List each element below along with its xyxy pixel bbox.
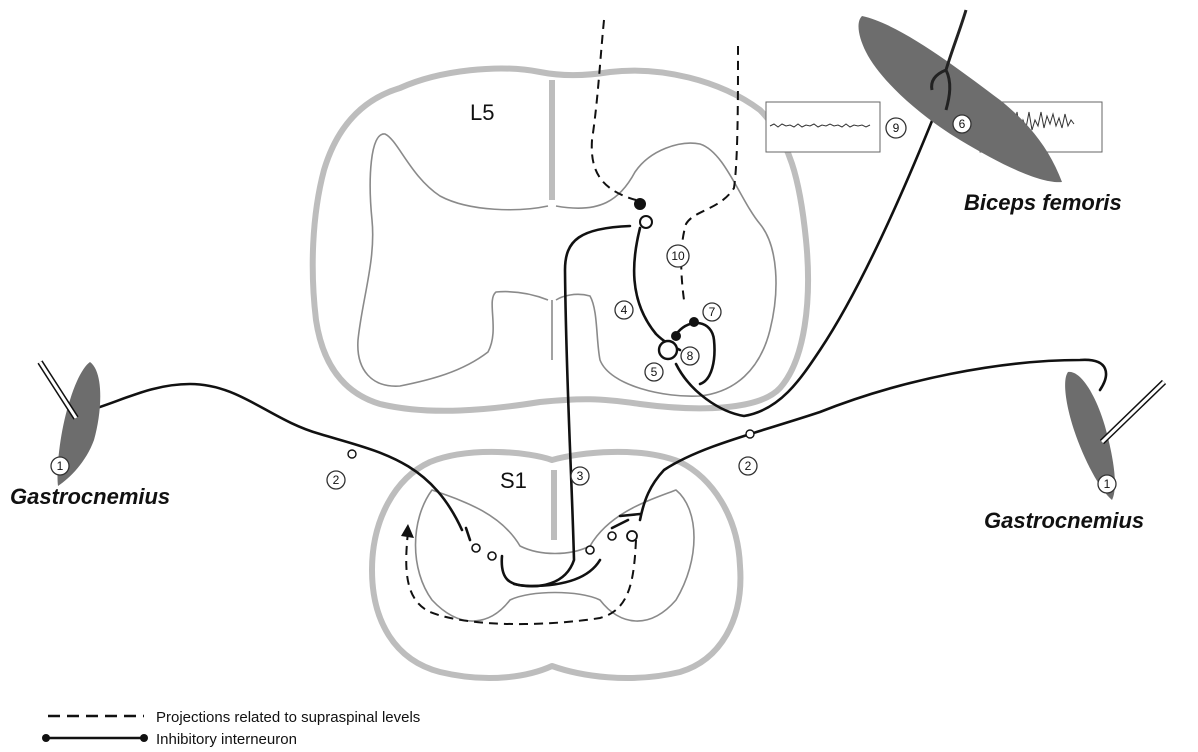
left-needle-highlight [40, 362, 76, 418]
s1-synapse-right-3 [627, 531, 637, 541]
right-afferent-nerve [640, 360, 1106, 520]
marker-5-text: 5 [651, 365, 658, 379]
motoneuron-cell-body [659, 341, 677, 359]
supraspinal-projections [401, 20, 738, 624]
biceps-muscle-shape [859, 16, 1062, 182]
inhibitory-cell-body-7 [671, 331, 681, 341]
emg-box-9 [766, 102, 880, 152]
s1-label: S1 [500, 468, 527, 493]
marker-10-text: 10 [671, 249, 685, 263]
l5-gray-matter-left [358, 134, 548, 386]
s1-synapse-left-1 [472, 544, 480, 552]
dashed-arrowhead [401, 524, 414, 538]
marker-4-text: 4 [621, 303, 628, 317]
number-markers: 1 1 2 2 3 4 5 6 7 8 9 10 [51, 115, 1116, 493]
l5-cord-section: L5 [313, 69, 808, 411]
inhibitory-cell-body-7b [689, 317, 699, 327]
legend-dashed-label: Projections related to supraspinal level… [156, 709, 420, 726]
l5-outer-outline [313, 69, 808, 411]
s1-cord-section: S1 [372, 452, 740, 678]
legend-inhibitory-dot-right [140, 734, 148, 742]
s1-synapse-right-2 [608, 532, 616, 540]
marker-9-text: 9 [893, 121, 900, 135]
marker-1-right-text: 1 [1104, 477, 1111, 491]
right-muscle-label: Gastrocnemius [984, 508, 1144, 533]
legend-inhibitory-label: Inhibitory interneuron [156, 731, 297, 748]
s1-commissural-fiber [502, 556, 600, 586]
legend: Projections related to supraspinal level… [42, 709, 420, 748]
marker-7-text: 7 [709, 305, 716, 319]
s1-synapse-left-2 [488, 552, 496, 560]
neuron-cell-body-top [640, 216, 652, 228]
biceps-femoris-muscle [859, 10, 1062, 182]
dorsal-root-ganglion-left [348, 450, 356, 458]
neural-pathways [84, 112, 1106, 586]
descending-path-left [592, 20, 636, 200]
marker-2-right-text: 2 [745, 459, 752, 473]
left-gastrocnemius-muscle [40, 362, 100, 486]
marker-6-text: 6 [959, 117, 966, 131]
marker-3-text: 3 [577, 469, 584, 483]
top-muscle-label: Biceps femoris [964, 190, 1122, 215]
s1-synapse-right-1 [586, 546, 594, 554]
l5-label: L5 [470, 100, 494, 125]
inhibitory-cell-body-top [634, 198, 646, 210]
marker-8-text: 8 [687, 349, 694, 363]
right-needle-highlight [1102, 382, 1164, 442]
left-muscle-label: Gastrocnemius [10, 484, 170, 509]
marker-1-left-text: 1 [57, 459, 64, 473]
marker-2-left-text: 2 [333, 473, 340, 487]
legend-inhibitory-dot-left [42, 734, 50, 742]
emg-trace-9 [766, 102, 880, 152]
dorsal-root-ganglion-right [746, 430, 754, 438]
